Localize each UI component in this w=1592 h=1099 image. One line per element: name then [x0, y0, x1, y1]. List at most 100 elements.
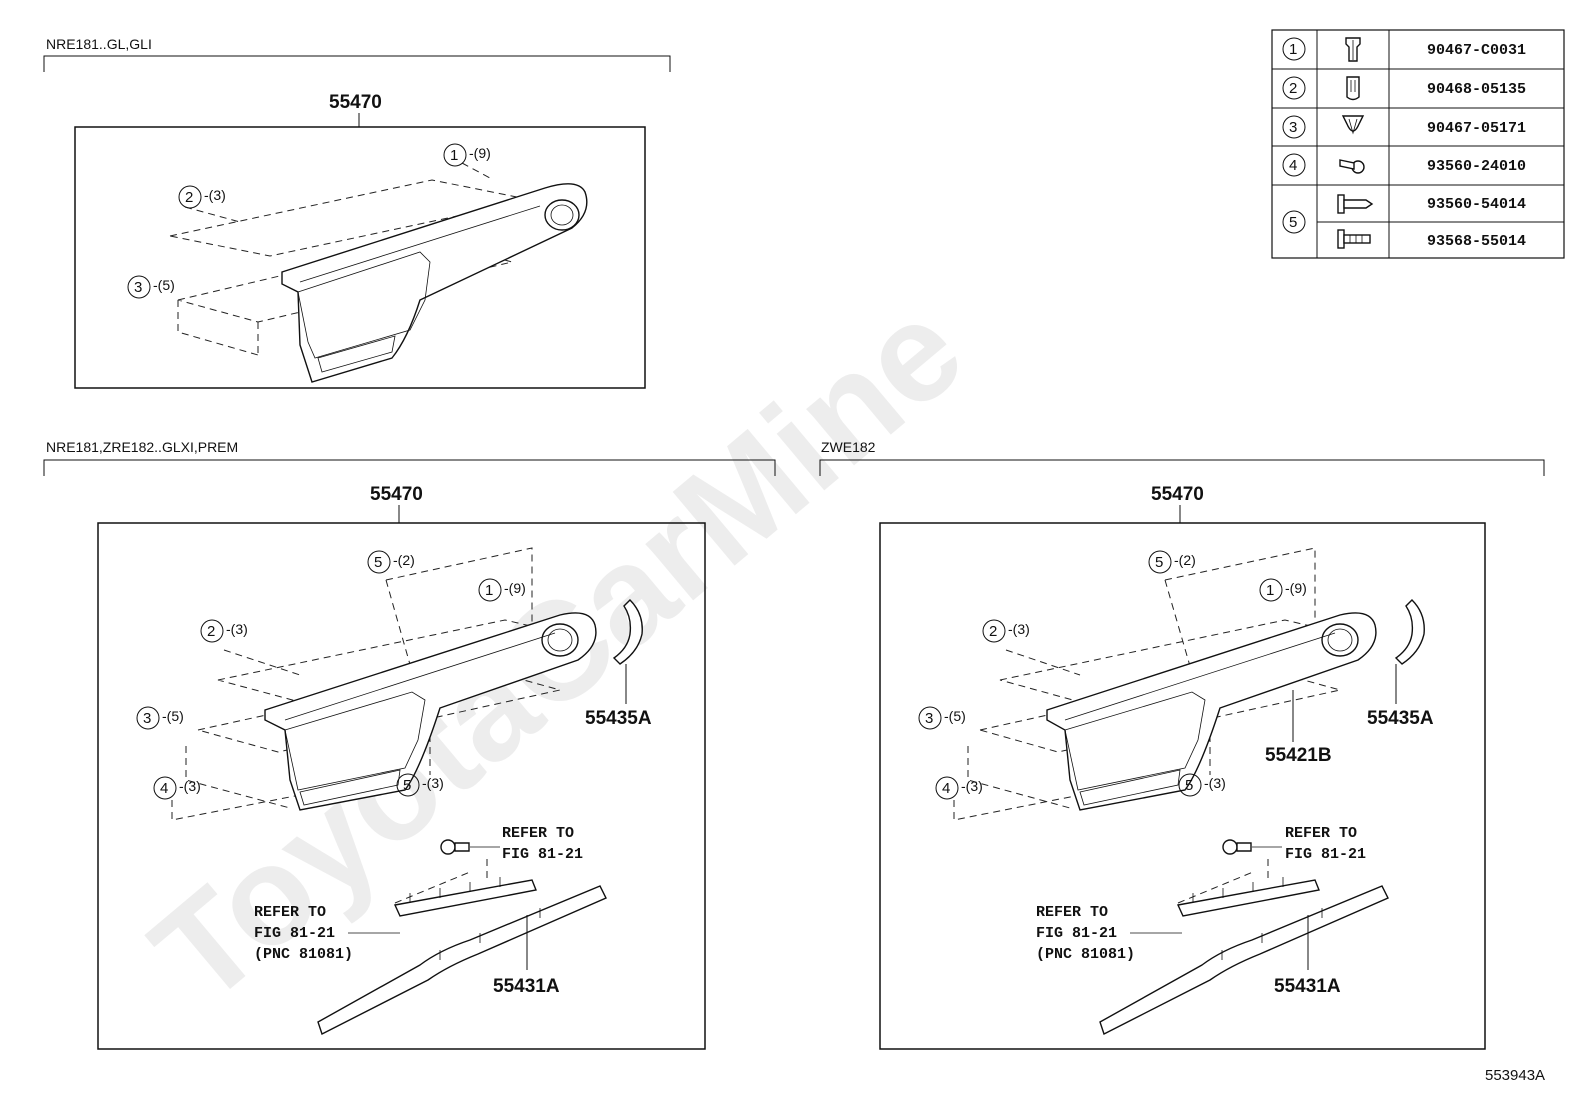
clip-icon	[1341, 115, 1365, 135]
svg-text:-(3): -(3)	[179, 778, 201, 794]
callout-right-5a[interactable]: 5 -(2)	[1148, 550, 1196, 574]
trim-piece-55435a-left[interactable]	[612, 599, 643, 704]
svg-text:3: 3	[925, 710, 933, 727]
svg-text:90467-C0031: 90467-C0031	[1427, 42, 1526, 59]
part-label-55431a-right[interactable]: 55431A	[1274, 976, 1341, 997]
callout-right-1[interactable]: 1 -(9)	[1259, 578, 1307, 602]
svg-text:-(3): -(3)	[422, 775, 444, 791]
callout-right-4[interactable]: 4 -(3)	[935, 776, 983, 800]
fastener-row-3[interactable]: 3 90467-05171	[1282, 115, 1526, 139]
clip-icon	[1346, 76, 1360, 101]
variant-label-left: NRE181,ZRE182..GLXI,PREM	[46, 439, 238, 455]
part-label-55435a-right[interactable]: 55435A	[1367, 708, 1434, 729]
svg-text:REFER TO: REFER TO	[502, 825, 574, 842]
svg-text:1: 1	[450, 147, 458, 164]
svg-text:2: 2	[1289, 80, 1297, 97]
svg-text:FIG 81-21: FIG 81-21	[254, 925, 335, 942]
svg-text:93560-24010: 93560-24010	[1427, 158, 1526, 175]
svg-text:-(3): -(3)	[1204, 775, 1226, 791]
pnc-label-top[interactable]: 55470	[329, 92, 382, 113]
lower-trim-55431a-right[interactable]	[1099, 885, 1389, 1035]
callout-top-3[interactable]: 3 -(5)	[127, 275, 175, 299]
svg-text:4: 4	[1289, 157, 1297, 174]
svg-text:REFER TO: REFER TO	[254, 904, 326, 921]
fastener-row-1[interactable]: 1 90467-C0031	[1282, 37, 1526, 62]
pnc-label-right[interactable]: 55470	[1151, 484, 1204, 505]
svg-text:90468-05135: 90468-05135	[1427, 81, 1526, 98]
section-top: NRE181..GL,GLI 55470 1 -(9) 2	[43, 36, 671, 389]
svg-text:1: 1	[485, 582, 493, 599]
bolt-icon	[1339, 159, 1365, 174]
fastener-table: 1 90467-C0031 2 90468-05135 3 90467-0517	[1271, 29, 1565, 259]
variant-label-top: NRE181..GL,GLI	[46, 36, 152, 52]
svg-text:2: 2	[185, 189, 193, 206]
fastener-row-2[interactable]: 2 90468-05135	[1282, 76, 1526, 101]
refer-upper-left[interactable]: REFER TO FIG 81-21	[502, 825, 583, 863]
part-label-55431a-left[interactable]: 55431A	[493, 976, 560, 997]
svg-text:4: 4	[160, 780, 168, 797]
svg-text:-(5): -(5)	[153, 277, 175, 293]
refer-lower-left[interactable]: REFER TO FIG 81-21 (PNC 81081)	[254, 904, 400, 963]
instrument-panel-left[interactable]	[264, 612, 597, 811]
svg-text:FIG 81-21: FIG 81-21	[1285, 846, 1366, 863]
svg-text:(PNC 81081): (PNC 81081)	[254, 946, 353, 963]
part-label-55435a-left[interactable]: 55435A	[585, 708, 652, 729]
svg-text:90467-05171: 90467-05171	[1427, 120, 1526, 137]
svg-text:4: 4	[942, 780, 950, 797]
refer-lower-right[interactable]: REFER TO FIG 81-21 (PNC 81081)	[1036, 904, 1182, 963]
section-left: NRE181,ZRE182..GLXI,PREM 55470 55435A	[43, 439, 776, 1050]
pnc-label-left[interactable]: 55470	[370, 484, 423, 505]
callout-left-1[interactable]: 1 -(9)	[478, 578, 526, 602]
svg-text:FIG 81-21: FIG 81-21	[1036, 925, 1117, 942]
svg-text:-(3): -(3)	[961, 778, 983, 794]
svg-text:(PNC 81081): (PNC 81081)	[1036, 946, 1135, 963]
svg-text:2: 2	[989, 623, 997, 640]
svg-text:3: 3	[1289, 119, 1297, 136]
svg-text:2: 2	[207, 623, 215, 640]
callout-left-4[interactable]: 4 -(3)	[153, 776, 201, 800]
lower-trim-55431a-left[interactable]	[317, 885, 607, 1035]
callout-top-1[interactable]: 1 -(9)	[443, 143, 491, 167]
svg-text:-(3): -(3)	[1008, 621, 1030, 637]
fastener-row-5[interactable]: 5 93560-54014 93568-55014	[1282, 194, 1526, 250]
fastener-row-4[interactable]: 4 93560-24010	[1282, 153, 1526, 177]
svg-text:5: 5	[1185, 777, 1193, 794]
bolt-icon	[1222, 839, 1252, 855]
screw-icon	[1337, 194, 1374, 249]
svg-text:-(2): -(2)	[1174, 552, 1196, 568]
callout-left-5b[interactable]: 5 -(3)	[396, 773, 444, 797]
svg-text:-(9): -(9)	[469, 145, 491, 161]
svg-text:1: 1	[1289, 41, 1297, 58]
callout-right-3[interactable]: 3 -(5)	[918, 706, 966, 730]
lower-bracket-right[interactable]	[1176, 839, 1320, 917]
instrument-panel-top[interactable]	[281, 183, 588, 383]
callout-right-5b[interactable]: 5 -(3)	[1178, 773, 1226, 797]
svg-text:93560-54014: 93560-54014	[1427, 196, 1526, 213]
svg-text:FIG 81-21: FIG 81-21	[502, 846, 583, 863]
refer-upper-right[interactable]: REFER TO FIG 81-21	[1285, 825, 1366, 863]
svg-text:3: 3	[143, 710, 151, 727]
svg-text:5: 5	[374, 554, 382, 571]
lower-bracket-left[interactable]	[393, 839, 537, 917]
svg-text:REFER TO: REFER TO	[1036, 904, 1108, 921]
callout-right-2[interactable]: 2 -(3)	[982, 619, 1030, 643]
svg-text:5: 5	[1289, 214, 1297, 231]
svg-text:-(3): -(3)	[226, 621, 248, 637]
svg-text:-(9): -(9)	[1285, 580, 1307, 596]
callout-top-2[interactable]: 2 -(3)	[178, 185, 226, 209]
clip-icon	[1345, 37, 1361, 62]
svg-text:REFER TO: REFER TO	[1285, 825, 1357, 842]
section-right: ZWE182 55470 55421B 55435A	[819, 439, 1545, 1050]
svg-text:-(3): -(3)	[204, 187, 226, 203]
svg-text:1: 1	[1266, 582, 1274, 599]
svg-text:-(2): -(2)	[393, 552, 415, 568]
trim-piece-55435a-right[interactable]	[1394, 599, 1425, 704]
callout-left-2[interactable]: 2 -(3)	[200, 619, 248, 643]
instrument-panel-right[interactable]	[1046, 612, 1377, 811]
bolt-icon	[440, 839, 470, 855]
callout-left-3[interactable]: 3 -(5)	[136, 706, 184, 730]
callout-left-5a[interactable]: 5 -(2)	[367, 550, 415, 574]
part-label-55421b-right[interactable]: 55421B	[1265, 745, 1332, 766]
svg-text:3: 3	[134, 279, 142, 296]
